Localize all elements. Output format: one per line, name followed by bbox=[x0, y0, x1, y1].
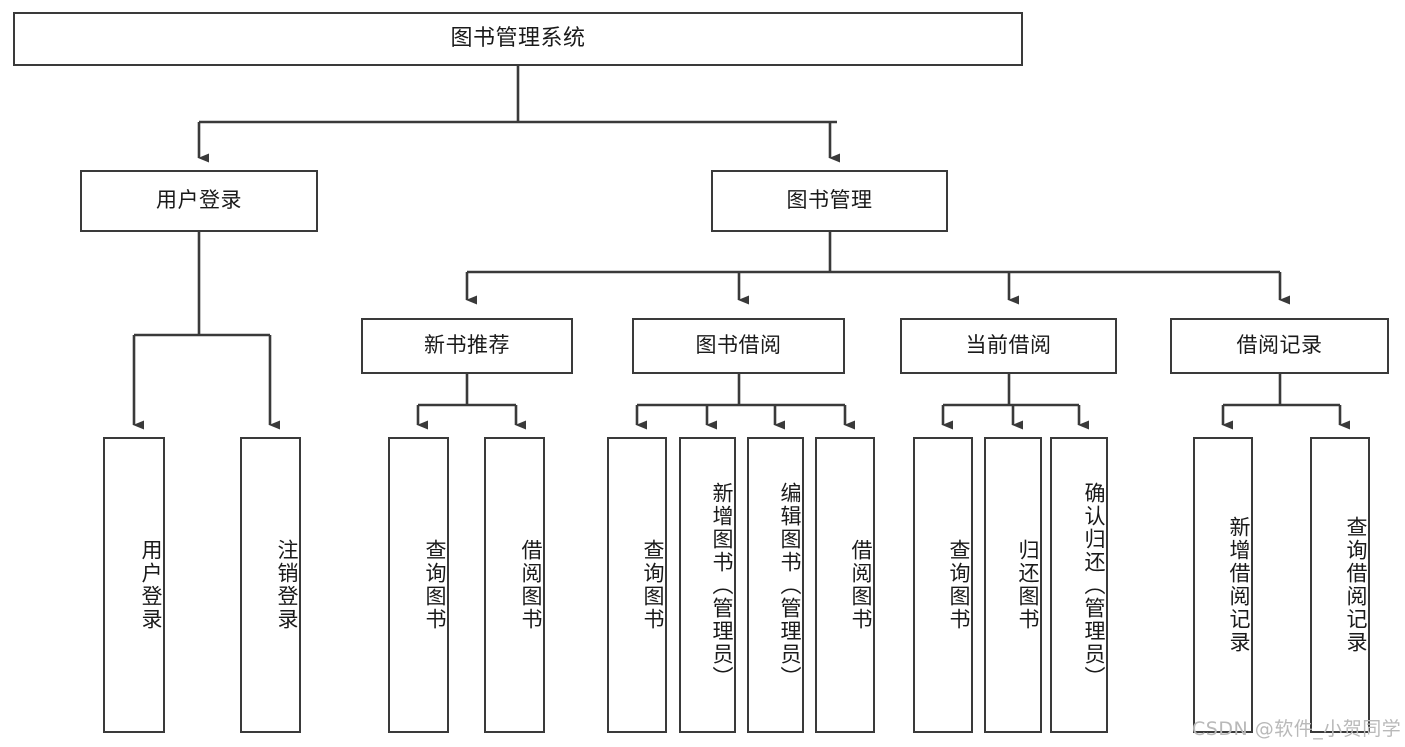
leaf-user-login-login[interactable]: 用户登录 bbox=[103, 437, 165, 733]
node-root-book-management-system[interactable]: 图书管理系统 bbox=[13, 12, 1023, 66]
leaf-new-book-borrow-book[interactable]: 借阅图书 bbox=[484, 437, 545, 733]
leaf-book-borrow-add-book-admin[interactable]: 新增图书（管理员） bbox=[679, 437, 736, 733]
node-label: 当前借阅 bbox=[965, 333, 1052, 358]
node-label: 编辑图书（管理员） bbox=[778, 481, 802, 689]
node-label: 图书管理系统 bbox=[450, 25, 586, 51]
node-user-login[interactable]: 用户登录 bbox=[80, 170, 318, 232]
node-label: 确认归还（管理员） bbox=[1082, 481, 1106, 689]
node-label: 归还图书 bbox=[1016, 539, 1040, 631]
node-label: 查询借阅记录 bbox=[1344, 516, 1368, 654]
leaf-book-borrow-query-book[interactable]: 查询图书 bbox=[607, 437, 667, 733]
leaf-book-borrow-edit-book-admin[interactable]: 编辑图书（管理员） bbox=[747, 437, 804, 733]
node-label: 查询图书 bbox=[423, 539, 447, 631]
node-label: 注销登录 bbox=[275, 539, 299, 631]
node-book-management[interactable]: 图书管理 bbox=[711, 170, 948, 232]
node-label: 新增图书（管理员） bbox=[710, 481, 734, 689]
node-label: 用户登录 bbox=[139, 539, 163, 631]
leaf-borrow-record-add-record[interactable]: 新增借阅记录 bbox=[1193, 437, 1253, 733]
leaf-user-login-logout[interactable]: 注销登录 bbox=[240, 437, 301, 733]
node-label: 新增借阅记录 bbox=[1227, 516, 1251, 654]
leaf-borrow-record-query-record[interactable]: 查询借阅记录 bbox=[1310, 437, 1370, 733]
node-label: 用户登录 bbox=[156, 188, 242, 213]
node-label: 借阅图书 bbox=[849, 539, 873, 631]
node-new-book-recommend[interactable]: 新书推荐 bbox=[361, 318, 573, 374]
node-label: 查询图书 bbox=[947, 539, 971, 631]
leaf-current-borrow-confirm-return-admin[interactable]: 确认归还（管理员） bbox=[1050, 437, 1108, 733]
node-borrow-record[interactable]: 借阅记录 bbox=[1170, 318, 1389, 374]
leaf-book-borrow-borrow-book[interactable]: 借阅图书 bbox=[815, 437, 875, 733]
node-label: 新书推荐 bbox=[424, 333, 510, 358]
node-label: 借阅记录 bbox=[1236, 333, 1323, 358]
node-book-borrow[interactable]: 图书借阅 bbox=[632, 318, 845, 374]
node-label: 查询图书 bbox=[641, 539, 665, 631]
csdn-watermark: CSDN @软件_小贺同学 bbox=[1192, 718, 1402, 740]
node-label: 借阅图书 bbox=[519, 539, 543, 631]
node-current-borrow[interactable]: 当前借阅 bbox=[900, 318, 1117, 374]
node-label: 图书管理 bbox=[786, 188, 873, 213]
leaf-new-book-query-book[interactable]: 查询图书 bbox=[388, 437, 449, 733]
leaf-current-borrow-return-book[interactable]: 归还图书 bbox=[984, 437, 1042, 733]
leaf-current-borrow-query-book[interactable]: 查询图书 bbox=[913, 437, 973, 733]
node-label: 图书借阅 bbox=[695, 333, 782, 358]
